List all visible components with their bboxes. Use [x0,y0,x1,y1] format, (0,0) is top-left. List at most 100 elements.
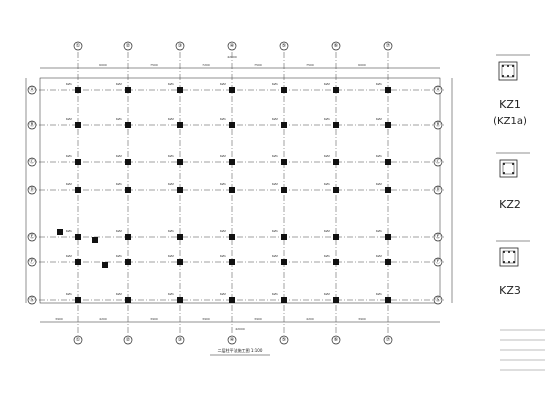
column-tag: KZ1 [272,82,278,86]
column [281,159,287,165]
grid-bubble-y [27,232,37,242]
column [92,237,98,243]
column-tag: KZ2 [324,82,330,86]
dimension-text: 7500 [254,63,262,67]
column [229,234,235,240]
column-tag: KZ1 [376,154,382,158]
grid-bubble-y [433,295,443,305]
column [125,159,131,165]
column-tag: KZ1 [376,229,382,233]
grid-label-x: ⑥ [334,43,339,49]
column-tag: KZ2 [66,182,72,186]
dimension-text: 7500 [150,63,158,67]
column [57,229,63,235]
column-tag: KZ2 [272,182,278,186]
grid-label-x: ④ [230,337,235,343]
column-tag: KZ1 [116,182,122,186]
grid-label-x: ⑤ [282,43,286,49]
grid-label-x: ② [126,43,131,49]
grid-bubble-y [27,295,37,305]
column-tag: KZ1 [220,117,226,121]
column [75,159,81,165]
grid-bubble-x [331,335,341,345]
column-tag: KZ2 [220,292,226,296]
column-tag: KZ2 [168,254,174,258]
grid-bubble-y [433,185,443,195]
column [177,234,183,240]
grid-label-x: ⑥ [334,337,339,343]
grid-bubble-y [433,232,443,242]
grid-label-x: ⑦ [386,337,391,343]
grid-label-y: Ⓓ [435,186,440,193]
legend-kz1-section: KZ1 (KZ1a) [493,54,530,127]
column [75,234,81,240]
column-tag: KZ1 [324,182,330,186]
grid-label-y: Ⓖ [435,296,440,303]
column-tag: KZ1 [272,154,278,158]
column-tag: KZ2 [116,229,122,233]
column [75,122,81,128]
grid-label-x: ⑦ [386,43,391,49]
column [385,87,391,93]
grid-bubble-x [383,41,393,51]
column [177,87,183,93]
column [177,259,183,265]
column-tag: KZ2 [220,229,226,233]
grid-label-y: Ⓔ [435,233,440,240]
column-tag: KZ1 [168,229,174,233]
column-tag: KZ1 [168,154,174,158]
column [177,159,183,165]
column-tag: KZ2 [116,154,122,158]
column [125,87,131,93]
grid-label-x: ① [76,43,81,49]
column-section-legend: KZ1 (KZ1a) KZ2 KZ3 [493,54,545,371]
column-tag: KZ2 [168,117,174,121]
dimension-text: 4200 [99,317,107,321]
grid-label-x: ① [76,337,81,343]
grid-bubble-y [27,85,37,95]
grid-bubble-x [279,41,289,51]
grid-bubble-y [27,185,37,195]
grid-bubble-x [175,335,185,345]
column [281,122,287,128]
column [281,259,287,265]
column-tag: KZ1 [324,117,330,121]
grid-bubble-x [73,41,83,51]
column [333,234,339,240]
column-tag: KZ2 [220,82,226,86]
column-tag: KZ2 [376,254,382,258]
grid-label-y: Ⓒ [435,158,440,165]
column [75,297,81,303]
column [177,122,183,128]
column [333,187,339,193]
column-tag: KZ1 [272,292,278,296]
dimension-text: 3900 [254,317,262,321]
column-tag: KZ1 [66,229,72,233]
column [281,234,287,240]
legend-kz2-label: KZ2 [499,198,521,211]
grid-label-y: Ⓐ [29,86,34,93]
grid-label-y: Ⓓ [29,186,34,193]
column [229,122,235,128]
column [385,159,391,165]
column-tag: KZ2 [66,254,72,258]
column-tag: KZ1 [116,117,122,121]
dimension-text: 3900 [150,317,158,321]
column [229,297,235,303]
grid-label-x: ② [126,337,131,343]
dimension-total: 42000 [235,327,245,331]
column [333,159,339,165]
column-tag: KZ2 [272,117,278,121]
legend-kz3-section: KZ3 [496,240,530,297]
column [281,297,287,303]
grid-bubble-y [433,85,443,95]
column [229,259,235,265]
grid-bubble-x [175,41,185,51]
grid-label-y: Ⓐ [435,86,440,93]
column [333,122,339,128]
column-tag: KZ1 [116,254,122,258]
column [385,187,391,193]
